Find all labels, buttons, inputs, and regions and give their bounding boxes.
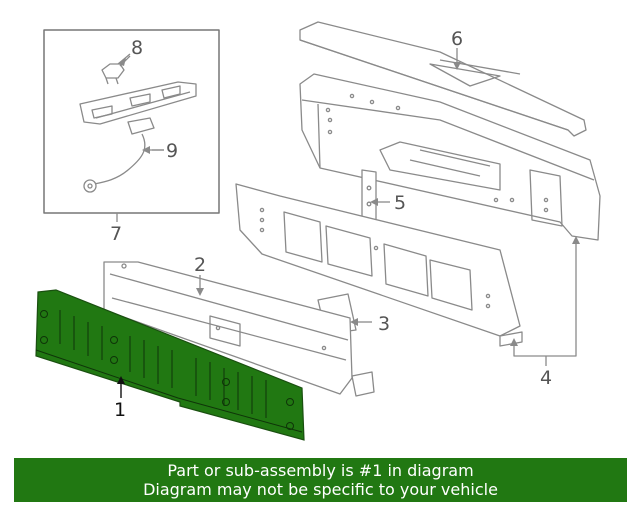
callout-5: 5 — [394, 192, 406, 214]
callout-9: 9 — [166, 140, 178, 162]
part-7-bezel — [79, 81, 197, 125]
callout-2: 2 — [194, 254, 206, 276]
callout-1: 1 — [114, 399, 126, 421]
callout-8: 8 — [131, 37, 143, 59]
inset-box — [43, 29, 220, 214]
banner-line-1: Part or sub-assembly is #1 in diagram — [167, 461, 474, 480]
part-1-outer-panel — [35, 289, 305, 441]
banner-line-2: Diagram may not be specific to your vehi… — [143, 480, 498, 499]
part-5-bracket — [361, 169, 377, 225]
parts-diagram: 1 2 3 4 5 6 7 8 9 — [35, 21, 601, 441]
callout-6: 6 — [451, 28, 463, 50]
part-9-harness — [83, 117, 164, 193]
info-banner: Part or sub-assembly is #1 in diagram Di… — [14, 458, 627, 502]
leader-4 — [513, 240, 577, 357]
callout-4: 4 — [540, 367, 552, 389]
part-4-lower-panel — [235, 183, 523, 347]
part-4-panel — [299, 73, 601, 241]
callout-3: 3 — [378, 313, 390, 335]
leader-arrowheads — [118, 58, 580, 346]
callout-7: 7 — [110, 223, 122, 245]
part-8-clip — [101, 53, 131, 85]
